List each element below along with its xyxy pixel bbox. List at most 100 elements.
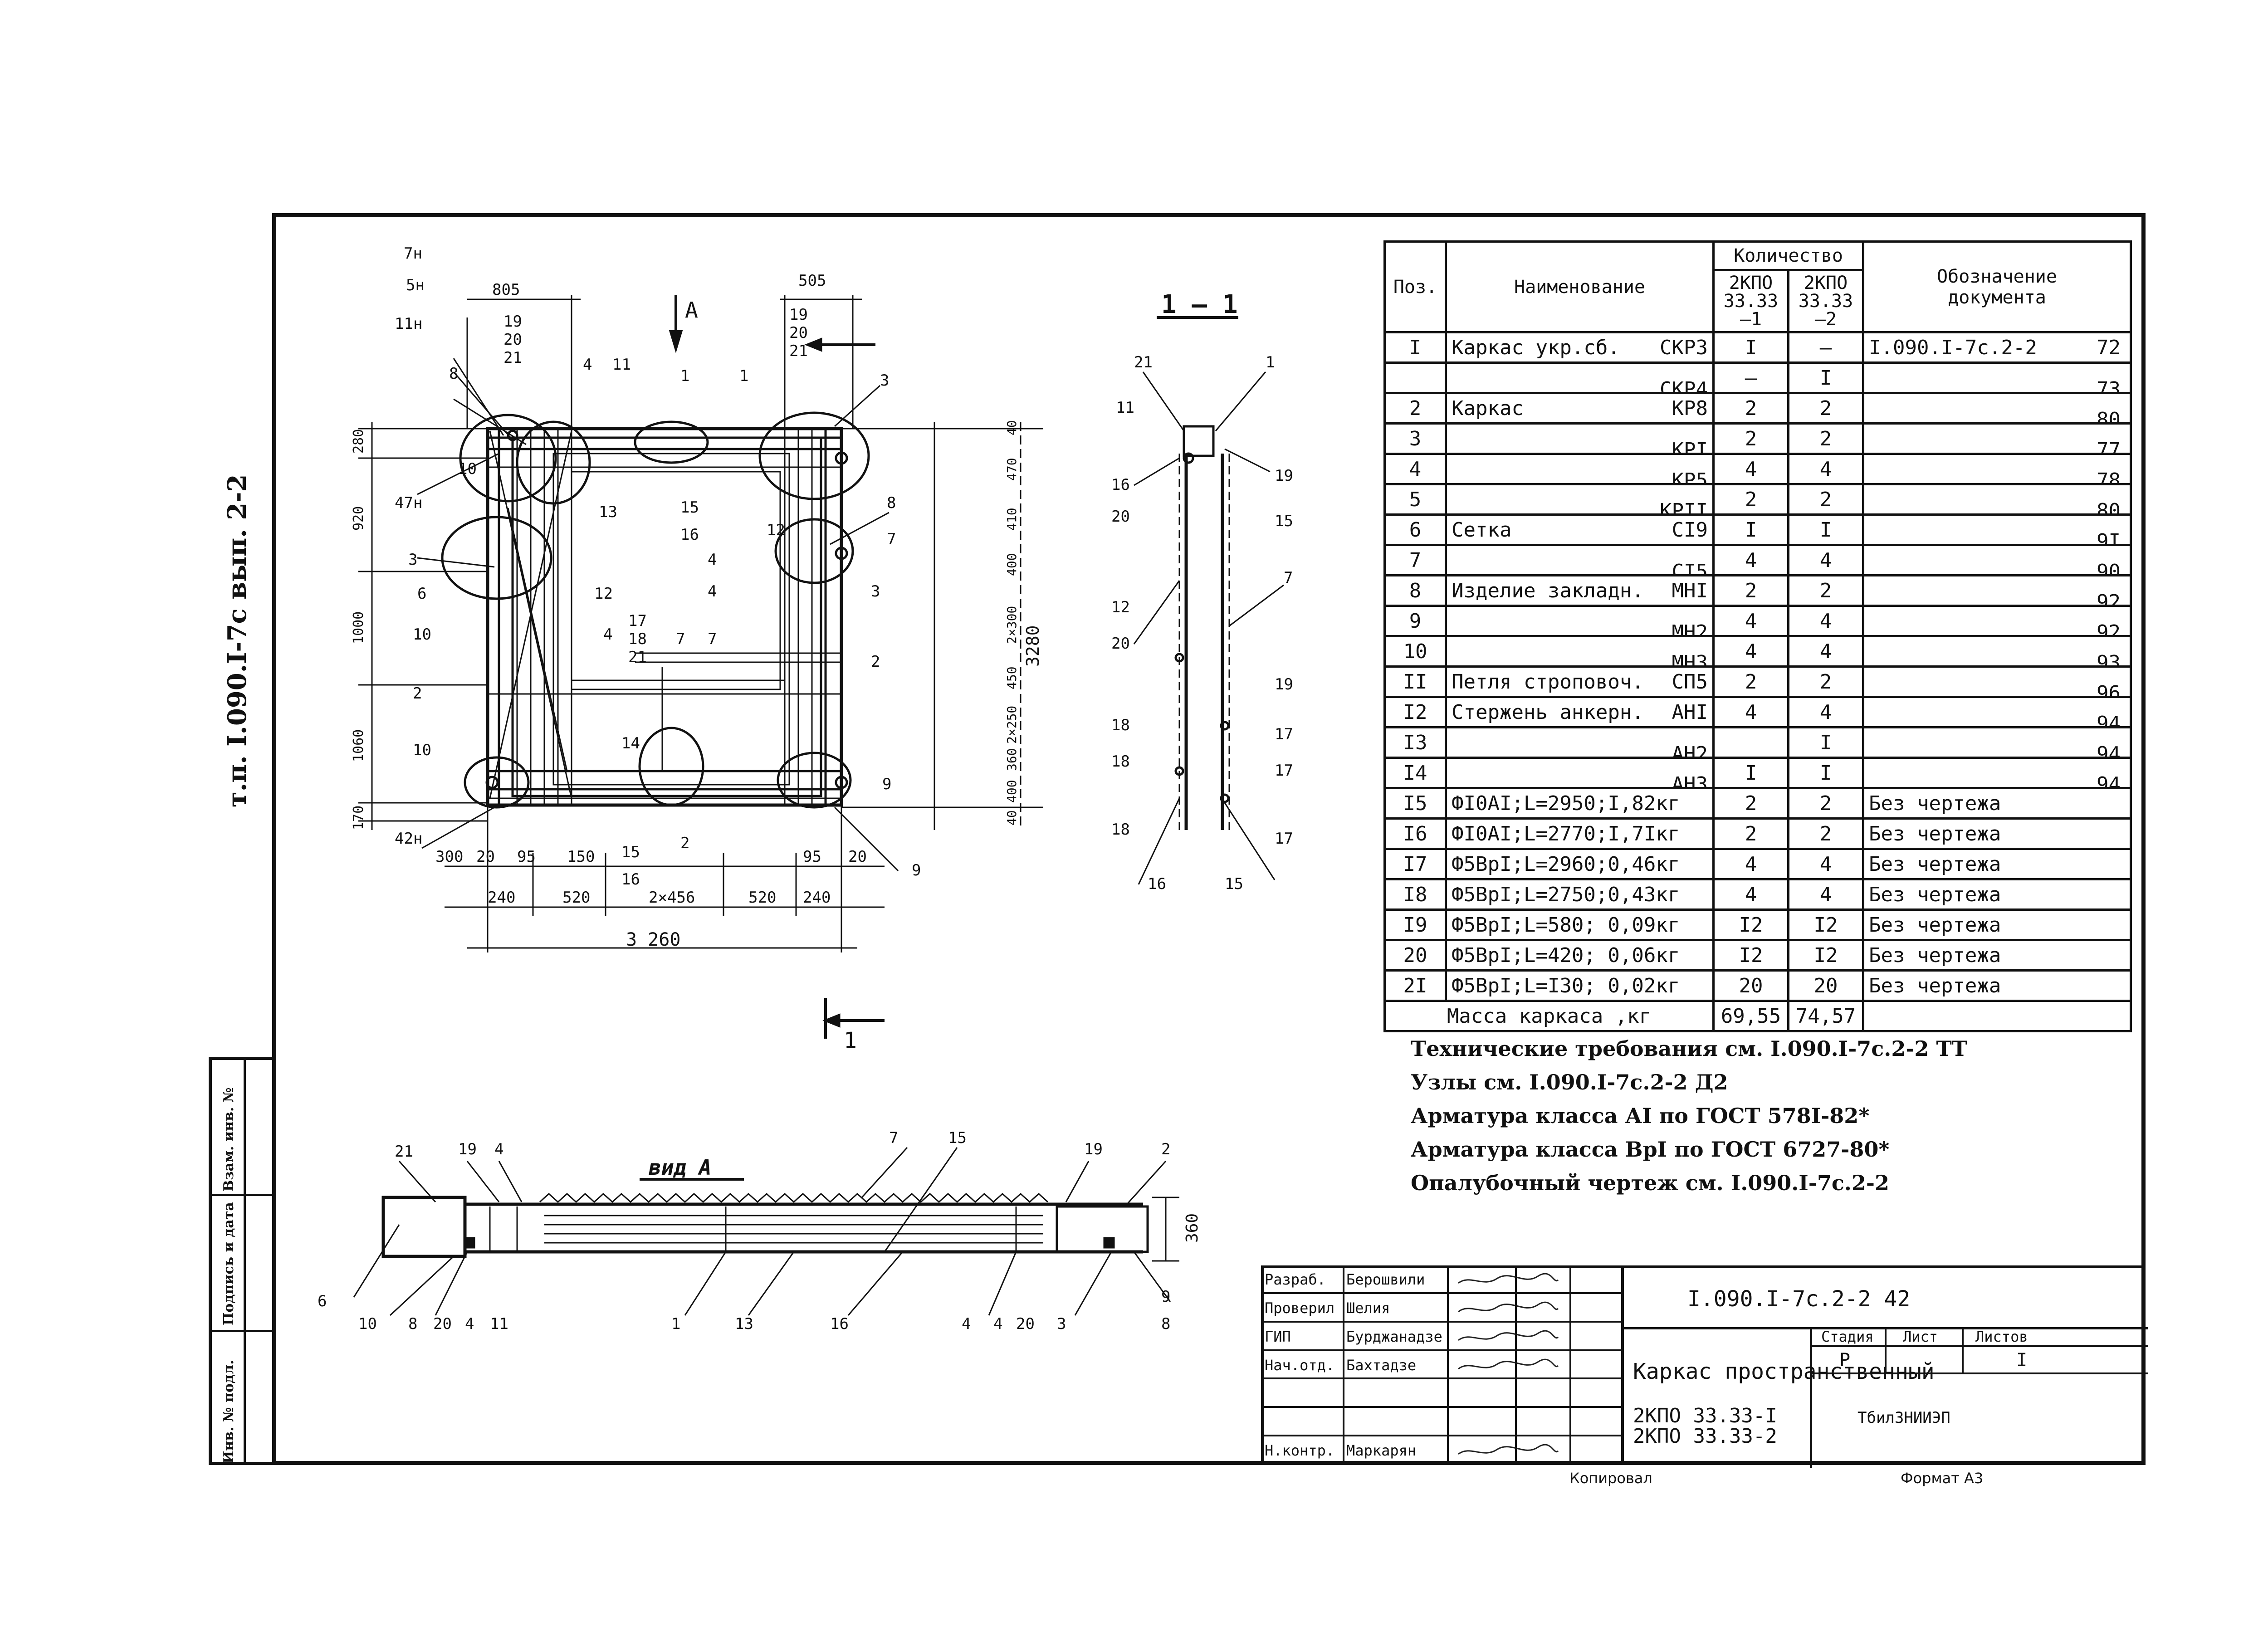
view-a-title: вид А [649, 1155, 711, 1180]
plan-mid-16: 16 [621, 870, 640, 889]
spec-cell-name: Изделие закладн.МНI [1445, 574, 1715, 607]
spec-cell-doc: 9I [1862, 513, 2132, 546]
spec-cell-q1: 4 [1712, 605, 1789, 637]
plan-rdim-450: 450 [1004, 666, 1019, 689]
plan-label-1b: 1 [739, 367, 748, 385]
spec-cell-pos: 7 [1383, 544, 1447, 576]
spec-item-mark: АНI [1672, 700, 1708, 724]
view-a-top-4: 4 [494, 1140, 503, 1158]
plan-label-19b: 19 [789, 306, 808, 324]
spec-doc-ref: Без чертежа [1869, 943, 2001, 967]
plan-label-42n: 42н [395, 830, 422, 848]
spec-item-name: ФI0АI;L=2950;I,82кг [1452, 791, 1680, 815]
plan-mid-4b: 4 [708, 551, 717, 569]
spec-cell-doc: 92 [1862, 605, 2132, 637]
spec-cell-q2: I [1787, 513, 1864, 546]
plan-rdim-40: 40 [1004, 420, 1019, 435]
spec-header-qty: Количество [1712, 240, 1864, 271]
plan-bdim-240: 240 [488, 889, 515, 907]
plan-mid-12: 12 [594, 585, 613, 603]
view-a-bot-4b: 4 [962, 1315, 971, 1333]
spec-cell-name: Стержень анкерн.АНI [1445, 696, 1715, 728]
spec-doc-sheet: 73 [2097, 378, 2121, 393]
plan-mid-21: 21 [628, 648, 647, 666]
spec-cell-q1: I2 [1712, 908, 1789, 941]
spec-header-col2-b: 33.33 [1798, 291, 1853, 312]
view-a-bot-4c: 4 [993, 1315, 1002, 1333]
plan-label-13: 13 [599, 503, 617, 521]
spec-cell-doc: 90 [1862, 544, 2132, 576]
spec-item-name: ФI0АI;L=2770;I,7Iкг [1452, 822, 1680, 845]
section-label-16: 16 [1111, 476, 1130, 494]
spec-header-col1: 2КПО 33.33 –1 [1712, 269, 1789, 333]
spec-cell-pos: 2 [1383, 392, 1447, 425]
spec-doc-sheet: 93 [2097, 651, 2121, 667]
plan-bdim-150: 150 [567, 848, 595, 866]
spec-item-mark: КР8 [1672, 396, 1708, 420]
spec-doc-ref: Без чертежа [1869, 974, 2001, 997]
spec-header-name: Наименование [1445, 240, 1715, 333]
spec-cell-pos: 20 [1383, 939, 1447, 972]
plan-label-6l: 6 [417, 585, 426, 603]
spec-doc-ref: Без чертежа [1869, 883, 2001, 906]
spec-cell-q1: 4 [1712, 635, 1789, 668]
spec-cell-pos: I9 [1383, 908, 1447, 941]
view-a-bot-20b: 20 [1016, 1315, 1035, 1333]
spec-cell-doc: 96 [1862, 665, 2132, 698]
stamp-role: ГИП [1265, 1328, 1291, 1345]
view-a-top-21: 21 [395, 1143, 413, 1161]
spec-cell-q2: I [1787, 757, 1864, 789]
spec-item-mark: МН2 [1672, 621, 1708, 636]
view-a-bot-16: 16 [830, 1315, 849, 1333]
spec-cell-q1: 2 [1712, 787, 1789, 820]
spec-cell-doc: Без чертежа [1862, 878, 2132, 911]
spec-doc-sheet: 94 [2097, 712, 2121, 728]
spec-doc-ref: Без чертежа [1869, 791, 2001, 815]
plan-label-8b: 8 [887, 494, 896, 512]
spec-doc-sheet: 80 [2097, 408, 2121, 424]
section-label-19b: 19 [1275, 675, 1293, 694]
plan-bdim-240b: 240 [803, 889, 831, 907]
spec-cell-q2: – [1787, 331, 1864, 364]
spec-mass-empty [1862, 1000, 2132, 1032]
spec-cell-doc: 78 [1862, 453, 2132, 485]
spec-cell-q2: 2 [1787, 817, 1864, 850]
spec-item-mark: МН3 [1672, 651, 1708, 667]
spec-item-mark: СI5 [1672, 560, 1708, 576]
stamp-sub-2: 2КПО 33.33-2 [1633, 1425, 1777, 1448]
spec-doc-ref: Без чертежа [1869, 822, 2001, 845]
spec-header-pos: Поз. [1383, 240, 1447, 333]
section-label-15: 15 [1275, 512, 1293, 530]
spec-cell-q2: 4 [1787, 696, 1864, 728]
plan-label-11n: 11н [395, 315, 422, 333]
view-a-top-15: 15 [948, 1129, 967, 1147]
spec-item-name: Ф5ВрI;L=580; 0,09кг [1452, 913, 1680, 937]
plan-dim-280: 280 [351, 429, 367, 454]
view-a-bot-20: 20 [433, 1315, 452, 1333]
spec-cell-q2: 2 [1787, 665, 1864, 698]
spec-item-mark: СКР4 [1660, 378, 1708, 393]
spec-cell-doc: Без чертежа [1862, 969, 2132, 1002]
spec-item-name: Ф5ВрI;L=2750;0,43кг [1452, 883, 1680, 906]
spec-item-mark: СКР3 [1660, 336, 1708, 359]
plan-label-12: 12 [767, 521, 785, 539]
side-stamp: Взам. инв. № Подпись и дата Инв. № подл. [209, 1057, 272, 1465]
plan-mid-14: 14 [621, 734, 640, 752]
spec-doc-sheet: 80 [2097, 499, 2121, 515]
spec-header-doc-1: Обозначение [1937, 266, 2057, 287]
section-label-18: 18 [1111, 716, 1130, 734]
stamp-person: Шелия [1346, 1299, 1390, 1317]
spec-cell-q1: 2 [1712, 574, 1789, 607]
side-stamp-divider [244, 1060, 246, 1462]
plan-label-10: 10 [458, 460, 477, 478]
spec-cell-name: СКР4 [1445, 361, 1715, 394]
